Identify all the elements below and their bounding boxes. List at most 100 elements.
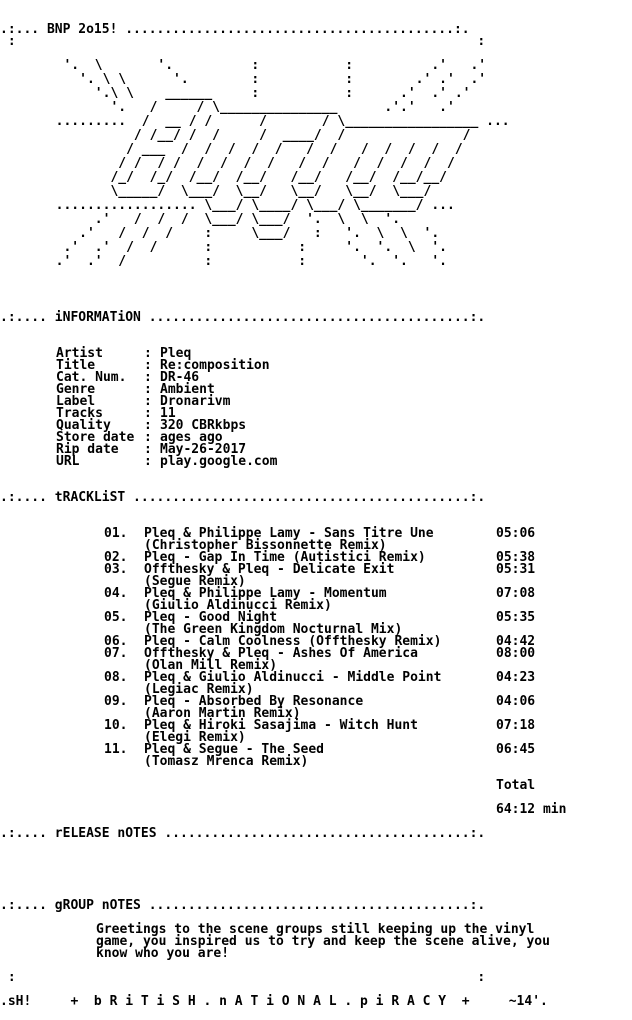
- track-remix: (Christopher Bissonnette Remix): [144, 538, 387, 553]
- info-row: Title:Re:composition: [0, 358, 632, 373]
- track-remix: (Legiac Remix): [144, 682, 254, 697]
- info-colon: :: [144, 358, 152, 373]
- logo-line: .' .' / : : '. '. '.: [40, 254, 447, 269]
- track-duration: 05:35: [496, 610, 536, 625]
- track-title: Pleq & Philippe Lamy - Sans Titre Une: [144, 526, 434, 541]
- info-value: DR-46: [160, 370, 200, 385]
- track-title: Pleq & Hiroki Sasajima - Witch Hunt: [144, 718, 418, 733]
- info-colon: :: [144, 430, 152, 445]
- group-notes-line: know who you are!: [96, 946, 230, 961]
- info-key: Genre: [56, 382, 96, 397]
- footer-signature: .sH! + b R i T i S H . n A T i O N A L .…: [0, 994, 548, 1009]
- group-notes-line: game, you inspired us to try and keep th…: [96, 934, 550, 949]
- track-remix: (The Green Kingdom Nocturnal Mix): [144, 622, 403, 637]
- info-value: play.google.com: [160, 454, 278, 469]
- logo-line: ......... / __ / / / / \________________…: [40, 114, 510, 129]
- track-duration: 05:31: [496, 562, 536, 577]
- info-colon: :: [144, 406, 152, 421]
- info-row: Genre: Ambient: [0, 382, 632, 397]
- track-duration: 06:45: [496, 742, 536, 757]
- information-header: .:.... iNFORMATiON .....................…: [0, 310, 486, 325]
- track-remix-row: (Aaron Martin Remix): [0, 707, 632, 720]
- info-value: 11: [160, 406, 176, 421]
- total-label: Total: [496, 778, 536, 793]
- info-row: Quality:320 CBRkbps: [0, 418, 632, 433]
- track-row: 03. Offthesky & Pleq - Delicate Exit 05:31: [0, 562, 632, 577]
- info-key: Quality: [56, 418, 111, 433]
- info-colon: :: [144, 442, 152, 457]
- info-value: Ambient: [160, 382, 215, 397]
- logo-line: .' / / / \___/ \___/ '. \ \ '.: [40, 212, 401, 227]
- track-remix: (Elegi Remix): [144, 730, 246, 745]
- track-number: 01.: [104, 526, 128, 541]
- info-colon: :: [144, 370, 152, 385]
- track-duration: 04:06: [496, 694, 536, 709]
- logo-line: / /__/ / / / ____/ / /: [40, 128, 471, 143]
- info-row: Artist:Pleq: [0, 346, 632, 361]
- track-duration: 07:08: [496, 586, 536, 601]
- track-row: 08. Pleq & Giulio Aldinucci - Middle Poin…: [0, 670, 632, 685]
- track-row: 04. Pleq & Philippe Lamy - Momentum 07:08: [0, 586, 632, 601]
- track-number: 04.: [104, 586, 128, 601]
- info-value: Re:composition: [160, 358, 270, 373]
- track-number: 08.: [104, 670, 128, 685]
- info-row: Tracks:11: [0, 406, 632, 421]
- track-duration: 08:00: [496, 646, 536, 661]
- track-title: Pleq - Good Night: [144, 610, 278, 625]
- track-number: 09.: [104, 694, 128, 709]
- track-number: 10.: [104, 718, 128, 733]
- group-notes-line: Greetings to the scene groups still keep…: [96, 922, 535, 937]
- track-title: Offthesky & Pleq - Ashes Of America: [144, 646, 418, 661]
- logo-line: '.\ \ ______ : : .' .' .': [40, 86, 471, 101]
- track-row: 05. Pleq - Good Night 05:35: [0, 610, 632, 625]
- track-row: 01. Pleq & Philippe Lamy - Sans Titre Une…: [0, 526, 632, 541]
- logo-line: /_/ /_/ /__/ /__/ /__/ /__/ /__/__/: [40, 170, 447, 185]
- track-title: Offthesky & Pleq - Delicate Exit: [144, 562, 395, 577]
- track-number: 05.: [104, 610, 128, 625]
- track-row: 06.Pleq - Calm Coolness (Offthesky Remix…: [0, 635, 632, 648]
- info-key: URL: [56, 454, 80, 469]
- track-remix-row: (Legiac Remix): [0, 682, 632, 697]
- info-key: Artist: [56, 346, 103, 361]
- info-value: Dronarivm: [160, 394, 231, 409]
- track-remix-row: (Elegi Remix): [0, 730, 632, 745]
- track-title: Pleq & Segue - The Seed: [144, 742, 325, 757]
- info-value: ages ago: [160, 430, 223, 445]
- logo-line: .................. \___/ \____/ \___/ \_…: [40, 198, 455, 213]
- banner-border-left: : :: [0, 34, 486, 49]
- track-remix-row: (Segue Remix): [0, 574, 632, 589]
- info-value: 320 CBRkbps: [160, 418, 247, 433]
- logo-line: .' .' / / : : '. '. \ '.: [40, 240, 447, 255]
- track-title: Pleq - Gap In Time (Autistici Remix): [144, 550, 426, 565]
- track-title: Pleq & Philippe Lamy - Momentum: [144, 586, 387, 601]
- info-colon: :: [144, 454, 152, 469]
- footer-border: : :: [0, 970, 486, 985]
- track-number: 03.: [104, 562, 128, 577]
- group-notes-header: .:.... gROUP nOTES .....................…: [0, 898, 486, 913]
- info-value: Pleq: [160, 346, 192, 361]
- info-key: Label: [56, 394, 96, 409]
- info-key: Store date: [56, 430, 135, 445]
- total-label-row: Total: [0, 778, 632, 793]
- logo-line: '. \ '. : : .' .': [40, 58, 487, 73]
- track-duration: 05:38: [496, 550, 536, 565]
- track-duration: 07:18: [496, 718, 536, 733]
- info-row: Cat. Num.:DR-46: [0, 370, 632, 385]
- track-row: 10. Pleq & Hiroki Sasajima - Witch Hunt 07…: [0, 718, 632, 733]
- track-title: Pleq - Absorbed By Resonance: [144, 694, 364, 709]
- info-colon: :: [144, 382, 152, 397]
- track-remix: (Segue Remix): [144, 574, 246, 589]
- track-remix-row: (Giulio Aldinucci Remix): [0, 598, 632, 613]
- info-key: Tracks: [56, 406, 103, 421]
- track-remix-row: (Christopher Bissonnette Remix): [0, 538, 632, 553]
- logo-line: .' / / / : \___/ : '. \ \ '.: [40, 226, 440, 241]
- total-value: 64:12 min: [496, 802, 567, 817]
- track-title: Pleq & Giulio Aldinucci - Middle Point: [144, 670, 442, 685]
- track-row: 09. Pleq - Absorbed By Resonance 04:06: [0, 694, 632, 709]
- logo-line: \_____/ \___/ \__/ \__/ \__/ \___/: [40, 184, 432, 199]
- info-value: May-26-2017: [160, 442, 247, 457]
- info-colon: :: [144, 394, 152, 409]
- track-remix: (Giulio Aldinucci Remix): [144, 598, 332, 613]
